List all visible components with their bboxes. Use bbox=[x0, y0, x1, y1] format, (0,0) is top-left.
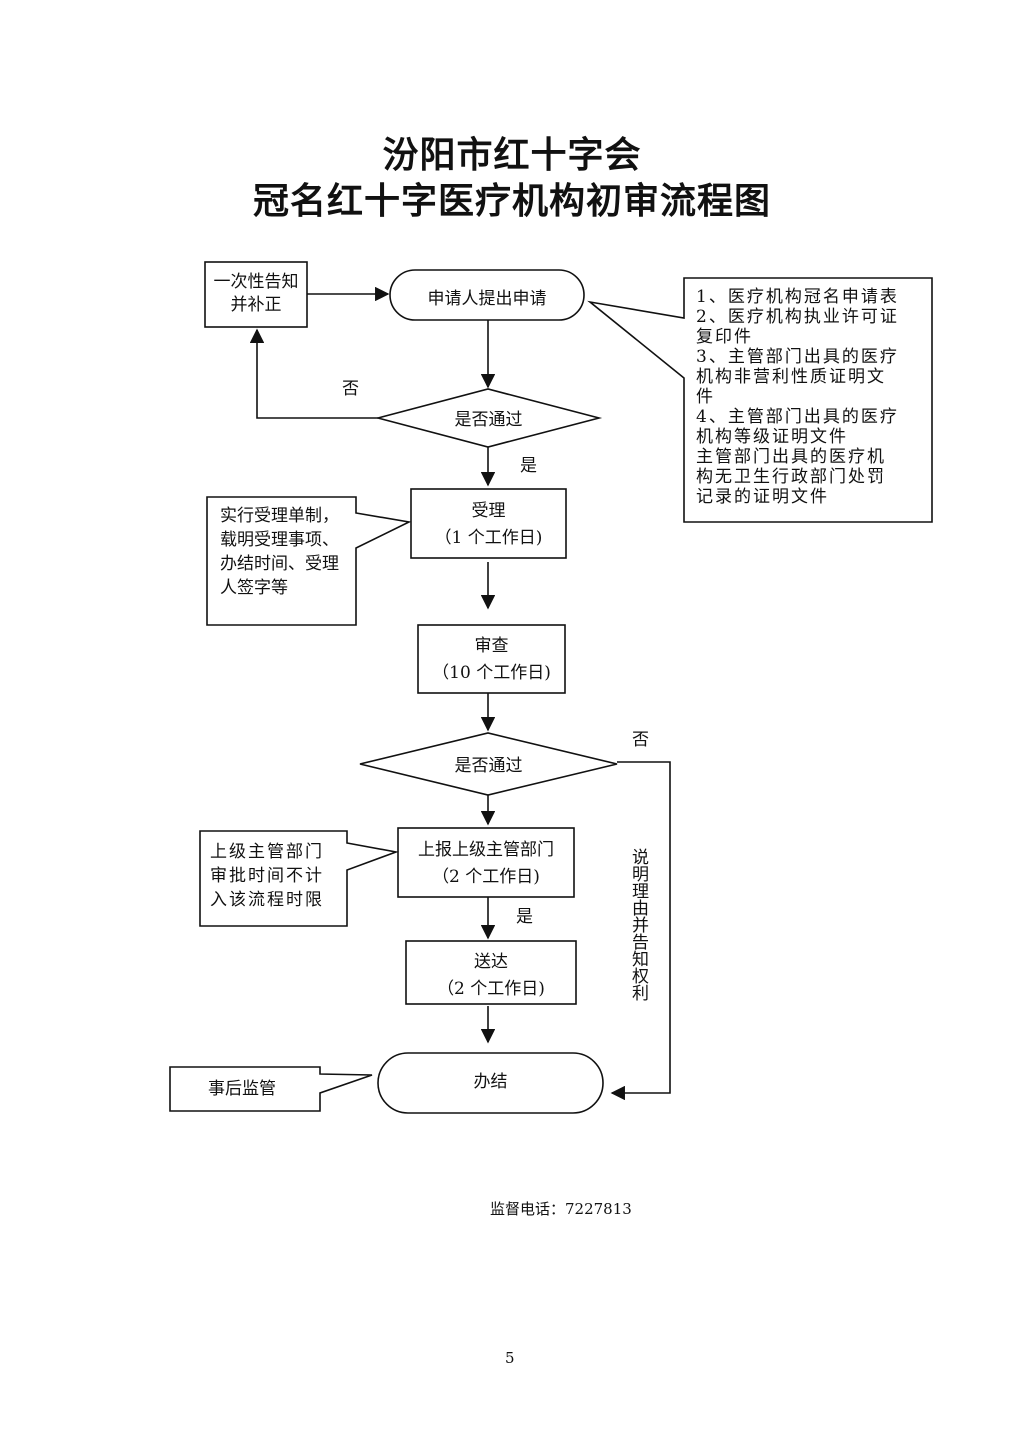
documents-line: 1、医疗机构冠名申请表 bbox=[696, 287, 899, 307]
documents-callout bbox=[587, 277, 933, 523]
start-label: 申请人提出申请 bbox=[427, 289, 547, 309]
arrow-decision1-no bbox=[249, 328, 378, 419]
inform-line-2: 并补正 bbox=[230, 295, 282, 315]
reject-side-label: 说明理由并告知权利 bbox=[628, 848, 648, 1001]
review-box bbox=[417, 624, 566, 694]
end-label: 办结 bbox=[473, 1072, 508, 1092]
page-number: 5 bbox=[505, 1349, 515, 1367]
superior-note-callout bbox=[199, 830, 400, 927]
documents-line: 复印件 bbox=[696, 327, 753, 347]
documents-line: 记录的证明文件 bbox=[696, 487, 829, 507]
review-duration: （10 个工作日) bbox=[432, 663, 551, 683]
supervision-note: 事后监管 bbox=[208, 1079, 276, 1099]
decision1-yes-label: 是 bbox=[520, 456, 537, 476]
inform-line-1: 一次性告知 bbox=[213, 272, 299, 292]
review-title: 审查 bbox=[474, 636, 509, 656]
decision2-diamond bbox=[359, 732, 618, 796]
decision1-label: 是否通过 bbox=[454, 410, 523, 430]
superior-note-line: 上级主管部门 bbox=[210, 842, 324, 862]
start-terminator bbox=[389, 269, 585, 321]
decision2-label: 是否通过 bbox=[454, 756, 523, 776]
documents-line: 4、主管部门出具的医疗 bbox=[696, 407, 899, 427]
decision2-no-label: 否 bbox=[632, 730, 649, 750]
decision1-diamond bbox=[374, 388, 603, 448]
documents-line: 构无卫生行政部门处罚 bbox=[696, 467, 886, 487]
report-duration: （2 个工作日) bbox=[432, 867, 540, 887]
superior-note: 上级主管部门 审批时间不计 入该流程时限 bbox=[210, 840, 324, 912]
accept-title: 受理 bbox=[471, 501, 506, 521]
arrow-decision2-no bbox=[610, 761, 671, 1101]
accept-note-callout bbox=[206, 496, 412, 626]
superior-note-line: 入该流程时限 bbox=[210, 890, 324, 910]
documents-line: 机构等级证明文件 bbox=[696, 427, 848, 447]
accept-note-line: 载明受理事项、 bbox=[220, 530, 339, 550]
title-line-1: 汾阳市红十字会 bbox=[382, 135, 642, 176]
deliver-title: 送达 bbox=[474, 952, 508, 972]
superior-note-line: 审批时间不计 bbox=[210, 866, 324, 886]
accept-note-line: 实行受理单制， bbox=[220, 506, 339, 526]
deliver-box bbox=[405, 940, 577, 1005]
end-terminator bbox=[377, 1052, 604, 1114]
accept-note-line: 办结时间、受理 bbox=[220, 554, 339, 574]
documents-line: 主管部门出具的医疗机 bbox=[696, 447, 886, 467]
report-box bbox=[397, 827, 575, 898]
deliver-duration: （2 个工作日) bbox=[437, 979, 545, 999]
documents-note: 1、医疗机构冠名申请表 2、医疗机构执业许可证 复印件 3、主管部门出具的医疗 … bbox=[696, 287, 899, 507]
accept-note-line: 人签字等 bbox=[220, 578, 288, 598]
report-yes-label: 是 bbox=[516, 907, 533, 927]
documents-line: 件 bbox=[696, 387, 715, 407]
documents-line: 2、医疗机构执业许可证 bbox=[696, 307, 899, 327]
accept-note: 实行受理单制， 载明受理事项、 办结时间、受理 人签字等 bbox=[220, 504, 339, 600]
title-line-2: 冠名红十字医疗机构初审流程图 bbox=[252, 181, 771, 222]
accept-duration: （1 个工作日) bbox=[434, 528, 543, 548]
documents-line: 机构非营利性质证明文 bbox=[696, 367, 886, 387]
supervision-callout bbox=[169, 1066, 373, 1112]
hotline-text: 监督电话：7227813 bbox=[490, 1200, 632, 1218]
documents-line: 3、主管部门出具的医疗 bbox=[696, 347, 899, 367]
report-title: 上报上级主管部门 bbox=[418, 840, 554, 860]
accept-box bbox=[410, 488, 567, 559]
decision1-no-label: 否 bbox=[342, 379, 359, 399]
